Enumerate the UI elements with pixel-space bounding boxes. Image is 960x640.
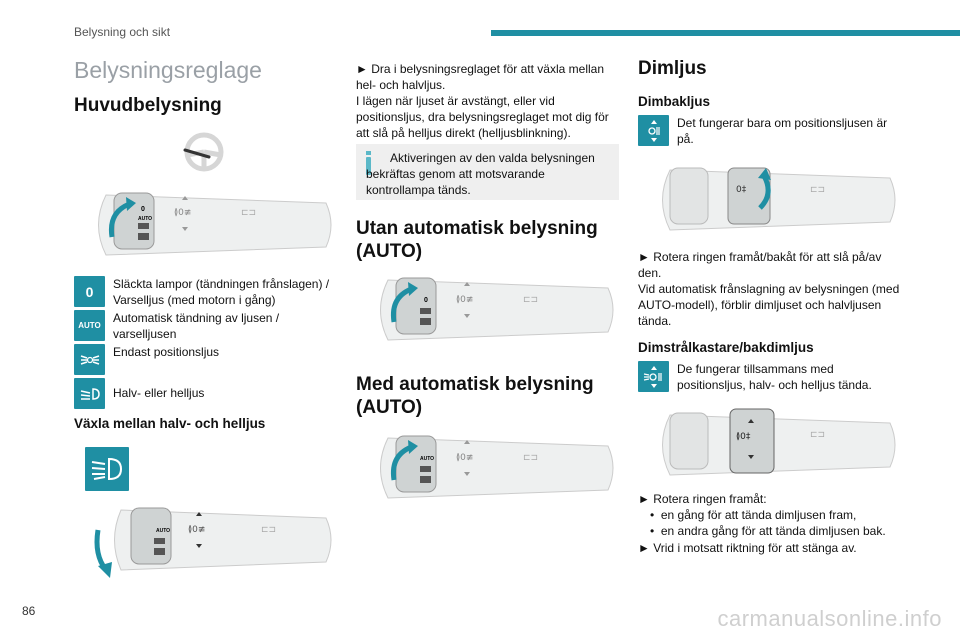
paragraph-rotate-forward: ► Rotera ringen framåt: [638,492,767,506]
zero-icon: 0 [74,276,105,307]
legend-item-headlights: Halv- eller helljus [74,378,336,412]
svg-text:⊏⊐: ⊏⊐ [810,430,825,440]
front-fog-icon [638,361,669,392]
svg-text:⊏⊐: ⊏⊐ [523,453,538,463]
paragraph-flash: I lägen när ljuset är avstängt, eller vi… [356,94,609,140]
bullet-once: • en gång för att tända dimljusen fram, [650,508,857,522]
heading-switch-beams: Växla mellan halv- och helljus [74,416,266,431]
svg-text:⊏⊐: ⊏⊐ [261,525,276,535]
light-stalk-illustration: 0 AUTO ≬0≢ ⊏⊐ [86,185,336,265]
auto-icon: AUTO [74,310,105,341]
info-text: Aktiveringen av den valda belysningen be… [366,151,595,197]
legend-list: 0 Släckta lampor (tändningen frånslagen)… [74,276,336,412]
stalk-auto-illustration: AUTO ≬0≢ ⊏⊐ [368,428,618,508]
stalk-front-fog-illustration: ≬0‡ ⊏⊐ [650,405,900,485]
watermark: carmanualsonline.info [717,606,942,631]
rear-fog-icon [638,115,669,146]
stalk-no-auto-illustration: 0 ≬0≢ ⊏⊐ [368,270,618,350]
svg-text:⊏⊐: ⊏⊐ [241,208,256,218]
headlights-icon [74,378,105,409]
page-number: 86 [22,604,36,618]
heading-with-auto: Med automatisk belysning (AUTO) [356,374,594,418]
heading-main-lighting: Huvudbelysning [74,95,222,116]
heading-front-fog: Dimstrålkastare/bakdimljus [638,340,814,355]
front-fog-note: De fungerar tillsammans med positionslju… [638,361,900,393]
running-header: Belysning och sikt [74,25,171,39]
paragraph-turn-off: ► Vrid i motsatt riktning för att stänga… [638,541,857,555]
svg-text:≬0≢: ≬0≢ [174,208,191,218]
high-beam-icon [85,447,129,491]
position-lights-icon [74,344,105,375]
svg-text:⊏⊐: ⊏⊐ [523,295,538,305]
legend-item-position: Endast positionsljus [74,344,336,378]
svg-text:AUTO: AUTO [156,528,170,534]
paragraph-rotate-ring: ► Rotera ringen framåt/bakåt för att slå… [638,250,882,280]
bullet-twice: • en andra gång för att tända dimljusen … [650,524,886,538]
svg-text:0: 0 [424,297,428,304]
svg-text:≬0≢: ≬0≢ [456,453,473,463]
page-title: Belysningsreglage [74,57,262,83]
stalk-label-zero: 0 [141,206,145,213]
legend-item-off: 0 Släckta lampor (tändningen frånslagen)… [74,276,336,310]
heading-fog-lights: Dimljus [638,58,707,79]
rear-fog-note: Det fungerar bara om positionsljusen är … [638,115,900,147]
info-icon [366,151,371,175]
heading-rear-fog: Dimbakljus [638,94,711,109]
header-accent-bar [491,30,960,36]
paragraph-auto-off: Vid automatisk frånslagning av belysning… [638,282,900,328]
svg-text:AUTO: AUTO [420,456,434,462]
heading-without-auto: Utan automatisk belysning (AUTO) [356,218,598,262]
svg-text:⊏⊐: ⊏⊐ [810,185,825,195]
svg-text:≬0≢: ≬0≢ [456,295,473,305]
info-box: Aktiveringen av den valda belysningen be… [356,144,619,200]
svg-text:≬0‡: ≬0‡ [736,432,751,442]
svg-text:≬0≢: ≬0≢ [188,525,205,535]
legend-item-auto: AUTO Automatisk tändning av ljusen / var… [74,310,336,344]
stalk-pull-illustration: AUTO ≬0≢ ⊏⊐ [86,500,336,580]
paragraph-pull-stalk: ► Dra i belysningsreglaget för att växla… [356,62,604,92]
stalk-rear-fog-illustration: 0‡ ⊏⊐ [650,160,900,240]
steering-wheel-illustration [183,131,225,173]
svg-text:0‡: 0‡ [736,185,747,195]
stalk-label-auto: AUTO [138,216,152,222]
